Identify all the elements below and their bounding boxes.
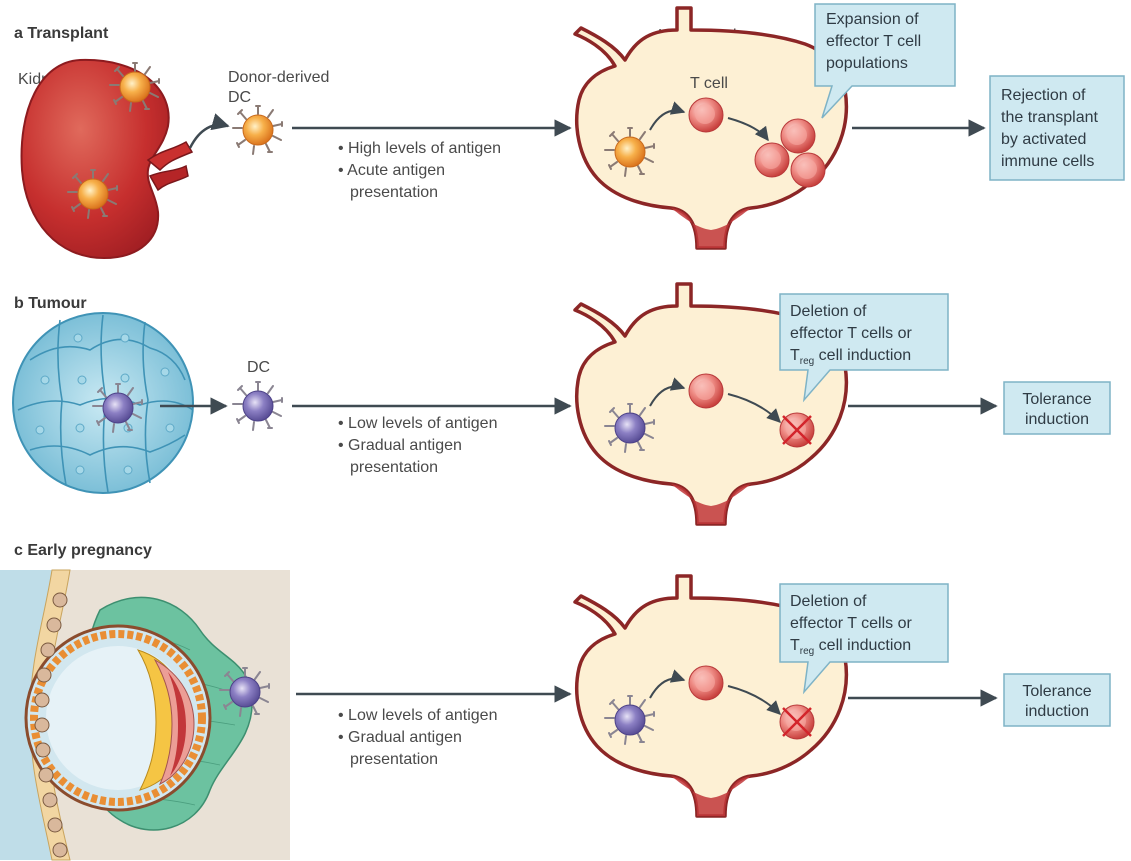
svg-text:Rejection of: Rejection of — [1001, 87, 1086, 104]
conditions-a: • High levels of antigen • Acute antigen… — [338, 140, 501, 201]
naive-tcell-b — [689, 374, 723, 408]
outcome-tolerance-box-b: Tolerance induction — [1004, 382, 1110, 434]
svg-text:by activated: by activated — [1001, 131, 1086, 148]
tcell-label: T cell — [690, 75, 728, 92]
svg-text:presentation: presentation — [350, 459, 438, 476]
panel-c-title: c Early pregnancy — [14, 542, 152, 559]
svg-text:• Low levels of antigen: • Low levels of antigen — [338, 415, 497, 432]
donor-dc-label-line1: Donor-derived — [228, 69, 329, 86]
outcome-tolerance-box-c: Tolerance induction — [1004, 674, 1110, 726]
svg-text:• Acute antigen: • Acute antigen — [338, 162, 445, 179]
svg-text:immune cells: immune cells — [1001, 153, 1094, 170]
panel-a: a Transplant Kidney Donor-derived DC • H… — [14, 4, 1124, 258]
svg-text:Deletion of: Deletion of — [790, 303, 867, 320]
pregnancy-illustration — [0, 570, 290, 860]
svg-text:• Gradual antigen: • Gradual antigen — [338, 437, 462, 454]
donor-dc-cell — [233, 106, 282, 154]
svg-text:Deletion of: Deletion of — [790, 593, 867, 610]
svg-text:presentation: presentation — [350, 751, 438, 768]
panel-c: c Early pregnancy — [0, 542, 1110, 860]
migration-arrow — [190, 125, 228, 148]
svg-text:presentation: presentation — [350, 184, 438, 201]
donor-dc-label-line2: DC — [228, 89, 251, 106]
dc-cell-b — [233, 382, 282, 430]
svg-text:Expansion of: Expansion of — [826, 11, 919, 28]
svg-text:effector T cells or: effector T cells or — [790, 325, 913, 342]
dc-label-b: DC — [247, 359, 270, 376]
callout-expansion: Expansion of effector T cell populations — [815, 4, 955, 118]
svg-text:• High levels of antigen: • High levels of antigen — [338, 140, 501, 157]
svg-text:induction: induction — [1025, 411, 1089, 428]
tumour-illustration — [13, 313, 193, 493]
kidney-illustration — [22, 60, 192, 258]
svg-text:effector T cell: effector T cell — [826, 33, 921, 50]
svg-text:the transplant: the transplant — [1001, 109, 1099, 126]
svg-text:Tolerance: Tolerance — [1022, 391, 1091, 408]
svg-text:• Gradual antigen: • Gradual antigen — [338, 729, 462, 746]
deleted-tcell-b — [780, 413, 814, 447]
conditions-b: • Low levels of antigen • Gradual antige… — [338, 415, 497, 476]
panel-b: b Tumour DC • Low le — [13, 284, 1110, 524]
naive-tcell-a — [689, 98, 723, 132]
svg-text:induction: induction — [1025, 703, 1089, 720]
svg-text:Tolerance: Tolerance — [1022, 683, 1091, 700]
panel-b-title: b Tumour — [14, 295, 87, 312]
deleted-tcell-c — [780, 705, 814, 739]
svg-text:effector T cells or: effector T cells or — [790, 615, 913, 632]
conditions-c: • Low levels of antigen • Gradual antige… — [338, 707, 497, 768]
panel-a-title: a Transplant — [14, 25, 109, 42]
svg-text:• Low levels of antigen: • Low levels of antigen — [338, 707, 497, 724]
naive-tcell-c — [689, 666, 723, 700]
outcome-rejection-box: Rejection of the transplant by activated… — [990, 76, 1124, 180]
svg-text:populations: populations — [826, 55, 908, 72]
